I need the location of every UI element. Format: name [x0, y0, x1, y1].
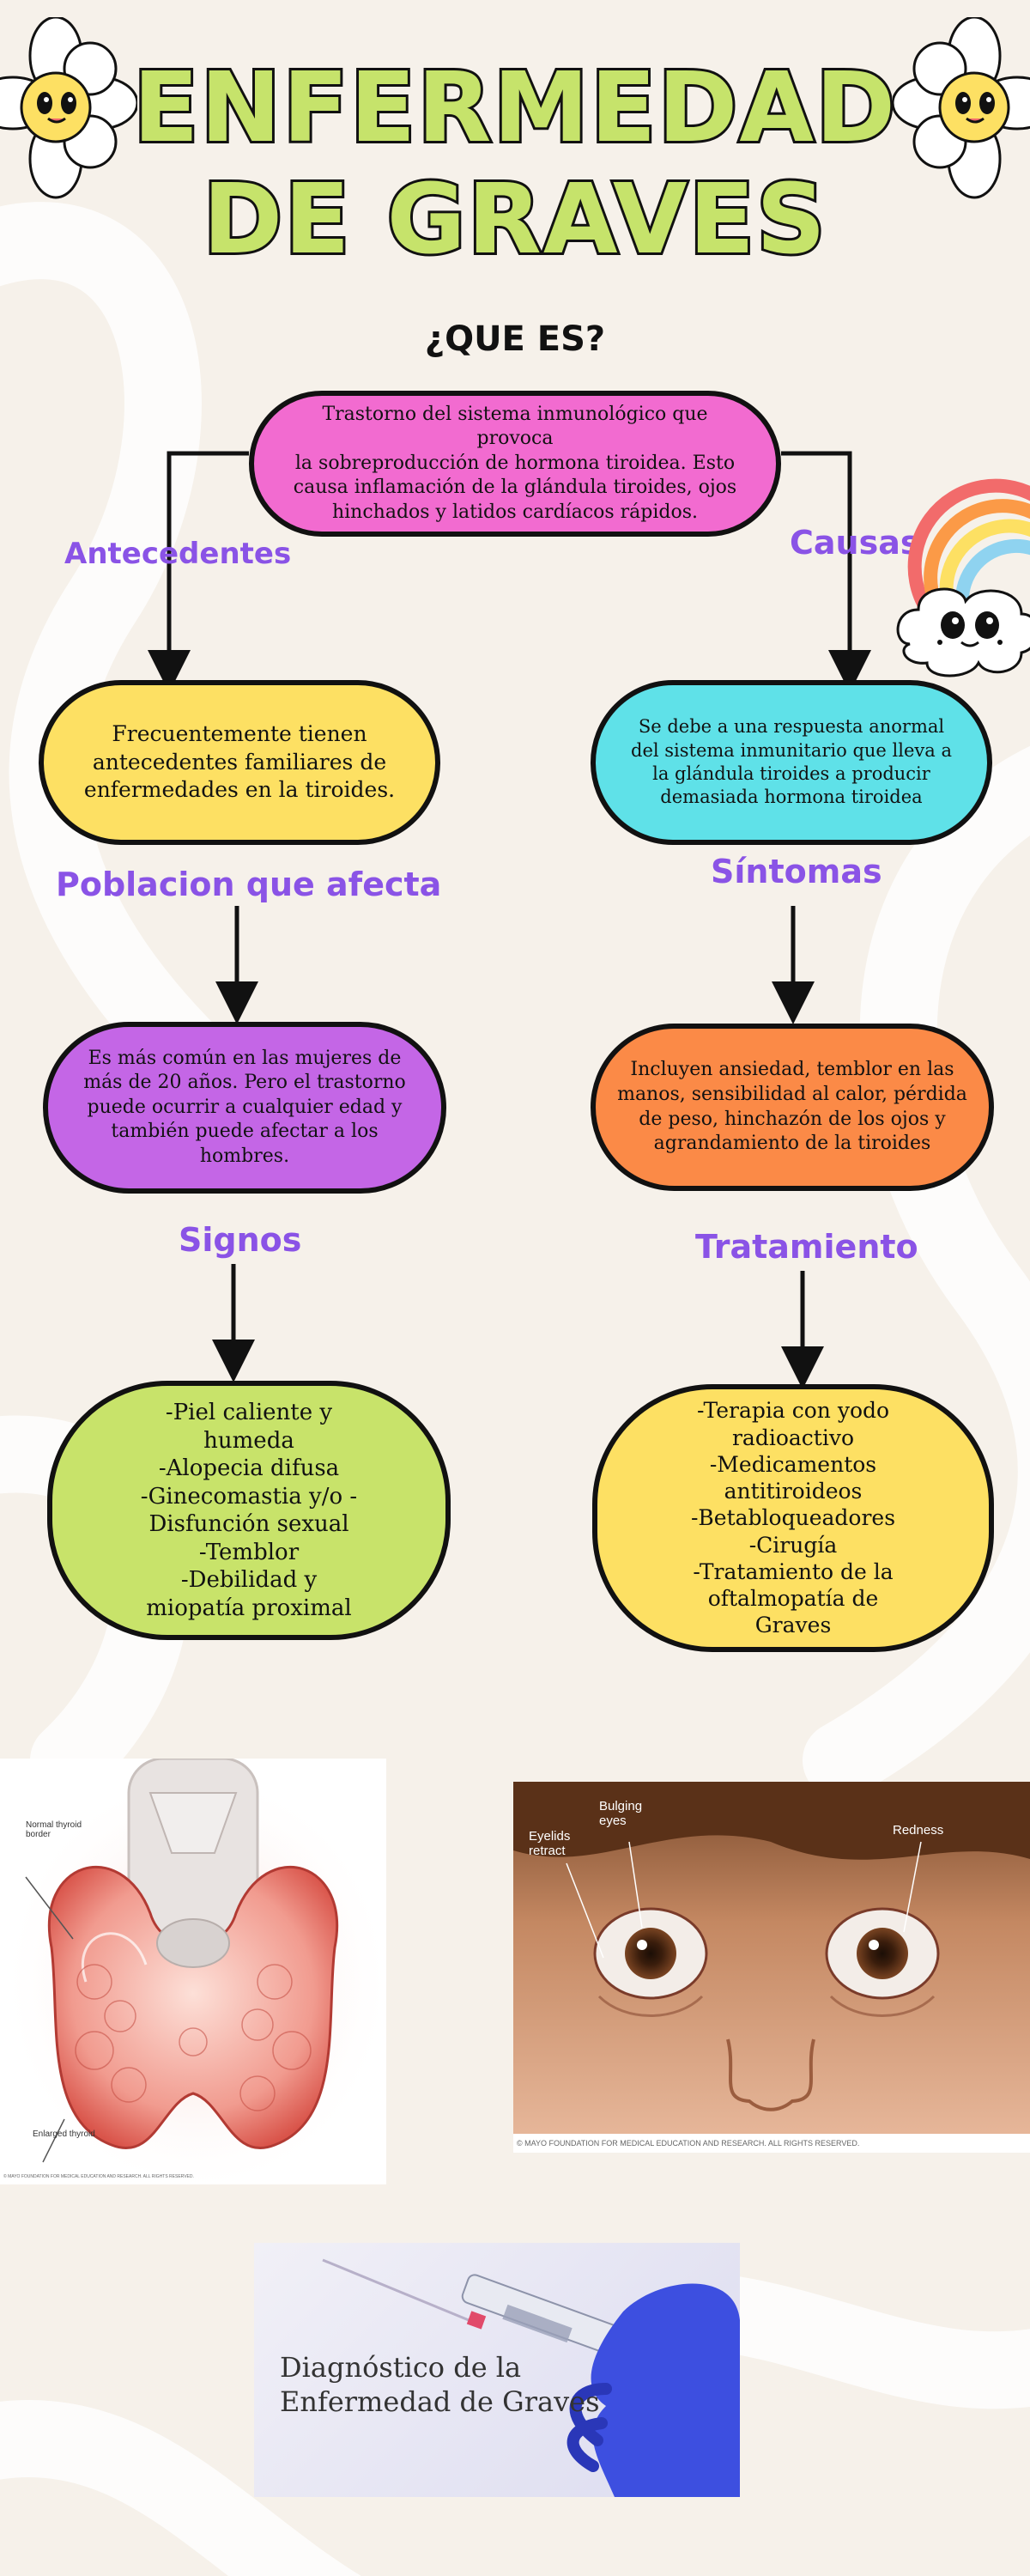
causas-text: Se debe a una respuesta anormal del sist…: [631, 716, 952, 808]
label-causas: Causas: [790, 524, 920, 562]
thyroid-copyright: © MAYO FOUNDATION FOR MEDICAL EDUCATION …: [3, 2174, 194, 2179]
poblacion-text: Es más común en las mujeres de más de 20…: [83, 1047, 406, 1167]
label-tratamiento: Tratamiento: [695, 1228, 918, 1266]
page-title-line1: ENFERMEDAD: [130, 52, 898, 164]
eyes-copyright: © MAYO FOUNDATION FOR MEDICAL EDUCATION …: [517, 2139, 860, 2148]
sintomas-text: Incluyen ansiedad, temblor en las manos,…: [617, 1059, 967, 1155]
diagnosis-image: Diagnóstico de la Enfermedad de Graves: [254, 2243, 740, 2497]
tratamiento-box: -Terapia con yodo radioactivo -Medicamen…: [592, 1384, 994, 1652]
enlarged-thyroid-label: Enlarged thyroid: [33, 2129, 95, 2139]
signos-text: -Piel caliente y humeda -Alopecia difusa…: [140, 1400, 358, 1621]
causas-box: Se debe a una respuesta anormal del sist…: [591, 680, 992, 845]
thyroid-illustration: Normal thyroid border Enlarged thyroid ©…: [0, 1759, 386, 2184]
antecedentes-box: Frecuentemente tienen antecedentes famil…: [39, 680, 440, 845]
eyelids-label: Eyelids retract: [529, 1829, 571, 1859]
redness-label: Redness: [893, 1823, 944, 1838]
page-title-line2: DE GRAVES: [200, 164, 828, 276]
label-poblacion: Poblacion que afecta: [56, 866, 442, 903]
daisy-icon: [893, 17, 1030, 199]
diagnosis-caption: Diagnóstico de la Enfermedad de Graves: [280, 2351, 600, 2418]
label-signos: Signos: [179, 1221, 302, 1259]
poblacion-box: Es más común en las mujeres de más de 20…: [43, 1022, 446, 1194]
tratamiento-text: -Terapia con yodo radioactivo -Medicamen…: [690, 1398, 896, 1638]
label-sintomas: Síntomas: [711, 853, 882, 890]
definition-text: Trastorno del sistema inmunológico que p…: [293, 403, 737, 523]
signos-box: -Piel caliente y humeda -Alopecia difusa…: [47, 1381, 451, 1640]
definition-box: Trastorno del sistema inmunológico que p…: [249, 391, 781, 537]
sintomas-box: Incluyen ansiedad, temblor en las manos,…: [591, 1024, 994, 1191]
daisy-icon: [0, 17, 137, 199]
normal-thyroid-label: Normal thyroid border: [26, 1820, 82, 1839]
label-antecedentes: Antecedentes: [64, 537, 292, 571]
rainbow-cloud-icon: [896, 478, 1030, 677]
bulging-eyes-label: Bulging eyes: [599, 1799, 643, 1829]
question-heading: ¿QUE ES?: [424, 319, 606, 359]
antecedentes-text: Frecuentemente tienen antecedentes famil…: [83, 721, 396, 803]
eyes-illustration: Eyelids retract Bulging eyes Redness © M…: [513, 1782, 1030, 2153]
